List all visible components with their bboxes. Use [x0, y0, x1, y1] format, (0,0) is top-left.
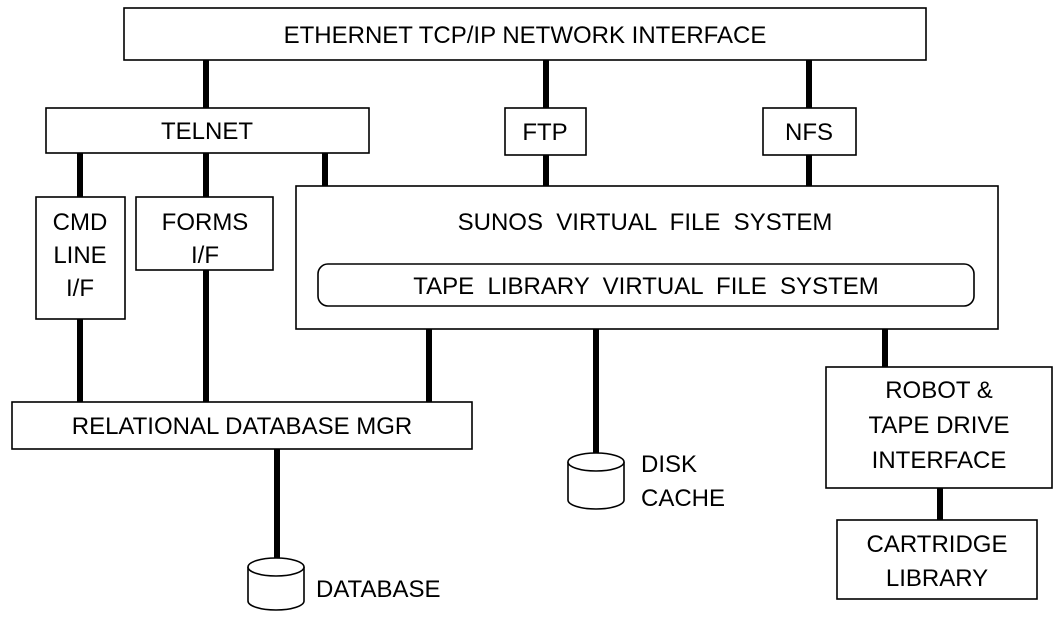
robot-label-1: ROBOT &	[885, 377, 993, 404]
node-cartridge: CARTRIDGE LIBRARY	[836, 519, 1038, 600]
node-nfs: NFS	[762, 107, 857, 156]
disk-cache-label-2: CACHE	[641, 485, 725, 512]
robot-label-2: TAPE DRIVE	[869, 412, 1010, 439]
node-ftp: FTP	[504, 107, 587, 156]
tape-vfs-box	[317, 263, 975, 307]
rdbms-label: RELATIONAL DATABASE MGR	[72, 413, 413, 440]
cartridge-box	[836, 519, 1038, 600]
cmd-line-box	[35, 196, 126, 320]
forms-label-2: I/F	[191, 242, 219, 269]
database-label: DATABASE	[316, 576, 440, 603]
cmd-line-label-3: I/F	[66, 275, 94, 302]
sunos-vfs-box	[295, 185, 999, 330]
node-rdbms: RELATIONAL DATABASE MGR	[11, 401, 473, 450]
node-telnet: TELNET	[45, 107, 370, 154]
node-sunos-vfs: SUNOS VIRTUAL FILE SYSTEM	[295, 185, 999, 330]
disk-cache-cylinder-top	[567, 452, 625, 472]
node-robot: ROBOT & TAPE DRIVE INTERFACE	[825, 366, 1053, 489]
sunos-vfs-label: SUNOS VIRTUAL FILE SYSTEM	[458, 209, 833, 236]
forms-box	[135, 196, 274, 271]
nfs-label: NFS	[785, 119, 833, 146]
robot-box	[825, 366, 1053, 489]
node-cmd-line: CMD LINE I/F	[35, 196, 126, 320]
disk-cache-label-1: DISK	[641, 451, 697, 478]
ftp-box	[504, 107, 587, 156]
forms-label-1: FORMS	[162, 209, 249, 236]
cartridge-label-2: LIBRARY	[886, 565, 988, 592]
tape-vfs-label: TAPE LIBRARY VIRTUAL FILE SYSTEM	[413, 273, 878, 300]
database-cylinder-top	[247, 557, 305, 577]
ethernet-box	[123, 7, 927, 61]
node-disk-cache: DISK CACHE	[567, 451, 725, 512]
database-cylinder-icon	[247, 567, 305, 611]
ethernet-label: ETHERNET TCP/IP NETWORK INTERFACE	[284, 22, 767, 49]
nfs-box	[762, 107, 857, 156]
node-forms: FORMS I/F	[135, 196, 274, 271]
node-tape-vfs: TAPE LIBRARY VIRTUAL FILE SYSTEM	[317, 263, 975, 307]
cmd-line-label-1: CMD	[53, 209, 108, 236]
telnet-label: TELNET	[161, 118, 253, 145]
telnet-box	[45, 107, 370, 154]
robot-label-3: INTERFACE	[872, 447, 1007, 474]
cmd-line-label-2: LINE	[53, 242, 106, 269]
ftp-label: FTP	[522, 119, 567, 146]
cartridge-label-1: CARTRIDGE	[867, 531, 1008, 558]
disk-cache-cylinder-icon	[567, 462, 625, 510]
rdbms-box	[11, 401, 473, 450]
node-database: DATABASE	[247, 557, 440, 611]
node-ethernet: ETHERNET TCP/IP NETWORK INTERFACE	[123, 7, 927, 61]
